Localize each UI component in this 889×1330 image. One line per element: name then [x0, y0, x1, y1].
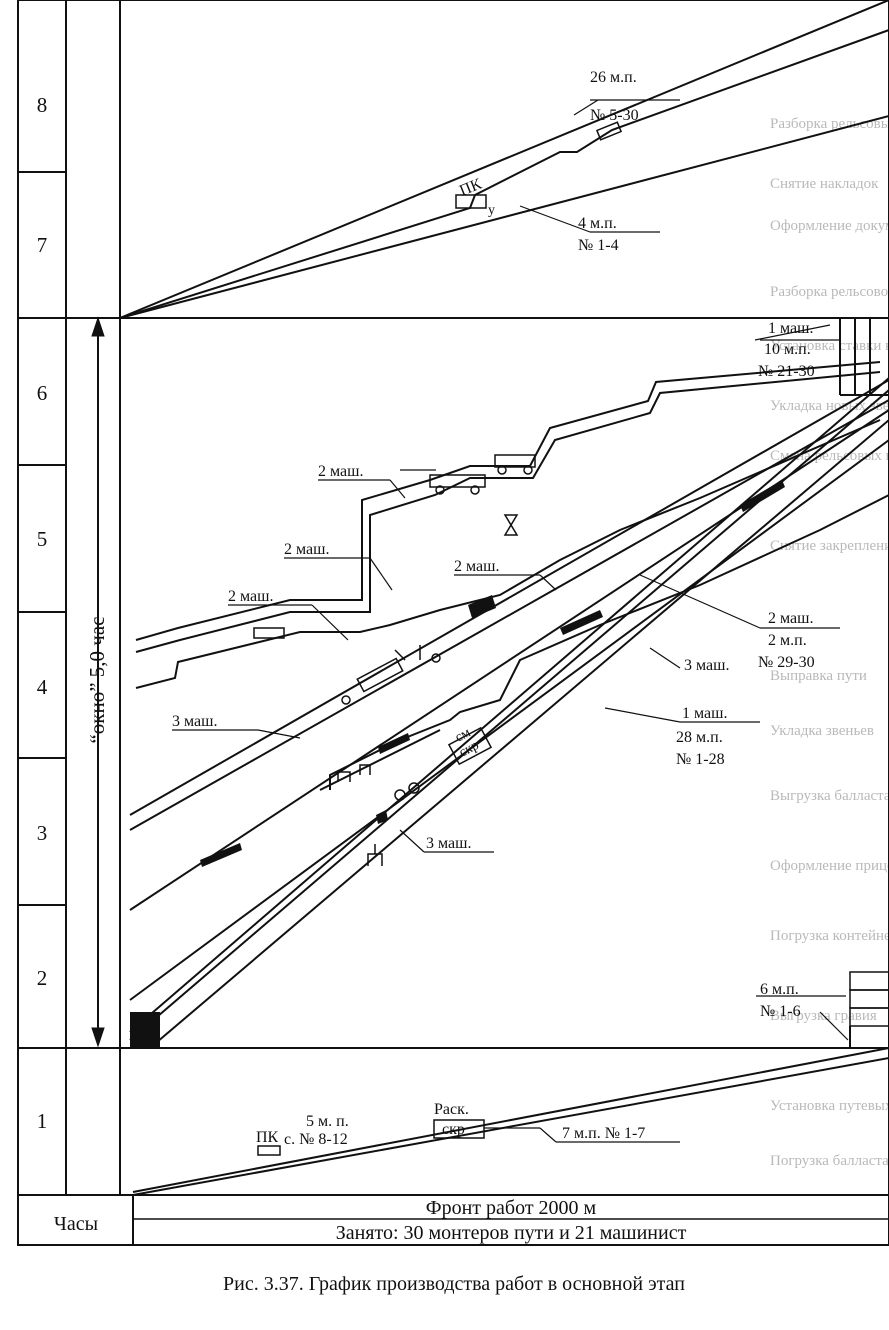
hour-4: 4 — [37, 675, 48, 699]
label-h1-skr: скр — [442, 1121, 465, 1138]
hours-column-label: Часы — [54, 1213, 98, 1235]
svg-text:Оформление прицепной: Оформление прицепной — [770, 858, 889, 874]
label-1-28: № 1-28 — [676, 751, 725, 768]
label-h1-pk: ПК — [256, 1129, 279, 1146]
svg-text:Оформление документации: Оформление документации — [770, 218, 889, 234]
machine-icon — [356, 657, 404, 693]
label-2mp-right: 2 м.п. — [768, 632, 807, 649]
label-26mp: 26 м.п. — [590, 69, 637, 86]
label-4mp: 4 м.п. — [578, 215, 617, 232]
label-3mash-a: 3 маш. — [684, 657, 729, 674]
label-5mp: 5 м. п. — [306, 1113, 349, 1130]
label-21-30: № 21-30 — [758, 363, 815, 380]
svg-text:Снятие закрепления: Снятие закрепления — [770, 538, 889, 554]
start-block — [130, 1012, 160, 1048]
svg-text:Снятие накладок: Снятие накладок — [770, 176, 879, 192]
svg-text:Разборка рельсового звена: Разборка рельсового звена — [770, 284, 889, 300]
label-28mp: 28 м.п. — [676, 729, 723, 746]
label-2mash-c: 2 маш. — [454, 558, 499, 575]
svg-text:Погрузка контейнеров: Погрузка контейнеров — [770, 928, 889, 944]
window-arrow — [91, 316, 105, 1048]
hour-5: 5 — [37, 527, 48, 551]
label-2mash-a: 2 маш. — [318, 463, 363, 480]
label-7mp: 7 м.п. № 1-7 — [562, 1125, 645, 1142]
label-1mash: 1 маш. — [682, 705, 727, 722]
hour-1-lines — [132, 1047, 889, 1196]
hour-2: 2 — [37, 966, 48, 990]
svg-text:Смена рельсовых плетей: Смена рельсовых плетей — [770, 448, 889, 464]
hours-7-8-lines — [119, 0, 889, 319]
front-label: Фронт работ 2000 м — [426, 1197, 597, 1219]
window-label: “окно” 5,0 час — [85, 616, 109, 743]
main-work-lines — [129, 318, 889, 1049]
label-pk: ПК — [457, 175, 484, 199]
leader-lines — [172, 324, 849, 1041]
hour-8: 8 — [37, 93, 48, 117]
label-2mash-d: 2 маш. — [228, 588, 273, 605]
label-1-6: № 1-6 — [760, 1003, 801, 1020]
svg-text:Установка ставки временных: Установка ставки временных — [770, 338, 889, 354]
svg-text:Выправка пути: Выправка пути — [770, 668, 867, 684]
bleed-through-text: Разборка рельсовых скреплений и изоляции… — [770, 116, 889, 1169]
label-8-12: с. № 8-12 — [284, 1131, 348, 1148]
truck-icon — [429, 474, 486, 488]
label-29-30: № 29-30 — [758, 654, 815, 671]
occupied-label: Занято: 30 монтеров пути и 21 машинист — [336, 1222, 687, 1244]
label-1-4: № 1-4 — [578, 237, 619, 254]
label-5-30: № 5-30 — [590, 107, 639, 124]
label-rask: Раск. — [434, 1101, 469, 1118]
label-u: у — [488, 203, 495, 218]
label-2mash-right: 2 маш. — [768, 610, 813, 627]
sm-skr-box — [447, 726, 493, 766]
svg-text:Погрузка балласта: Погрузка балласта — [770, 1153, 889, 1169]
hour-6: 6 — [37, 381, 48, 405]
svg-text:Разборка рельсовых скреплений: Разборка рельсовых скреплений и изоляции… — [770, 116, 889, 132]
figure-caption: Рис. 3.37. График производства работ в о… — [223, 1273, 685, 1295]
svg-text:Установка путевых знаков: Установка путевых знаков — [770, 1098, 889, 1114]
hour-1: 1 — [37, 1109, 48, 1133]
label-3mash-b: 3 маш. — [172, 713, 217, 730]
label-1mash-top: 1 маш. — [768, 320, 813, 337]
hour-labels: 8 7 6 5 4 3 2 1 — [37, 93, 48, 1133]
vehicle-icons — [253, 454, 536, 866]
label-3mash-c: 3 маш. — [426, 835, 471, 852]
heavy-marks — [130, 480, 785, 1048]
svg-text:Укладка звеньев: Укладка звеньев — [770, 723, 874, 739]
label-2mash-b: 2 маш. — [284, 541, 329, 558]
table-frame — [17, 0, 889, 1246]
svg-text:Выгрузка балласта: Выгрузка балласта — [770, 788, 889, 804]
hour-7: 7 — [37, 233, 48, 257]
svg-text:Укладка новых звеньев: Укладка новых звеньев — [770, 398, 889, 414]
label-10mp: 10 м.п. — [764, 341, 811, 358]
hour-3: 3 — [37, 821, 48, 845]
label-6mp: 6 м.п. — [760, 981, 799, 998]
label-sm: см — [453, 725, 473, 745]
